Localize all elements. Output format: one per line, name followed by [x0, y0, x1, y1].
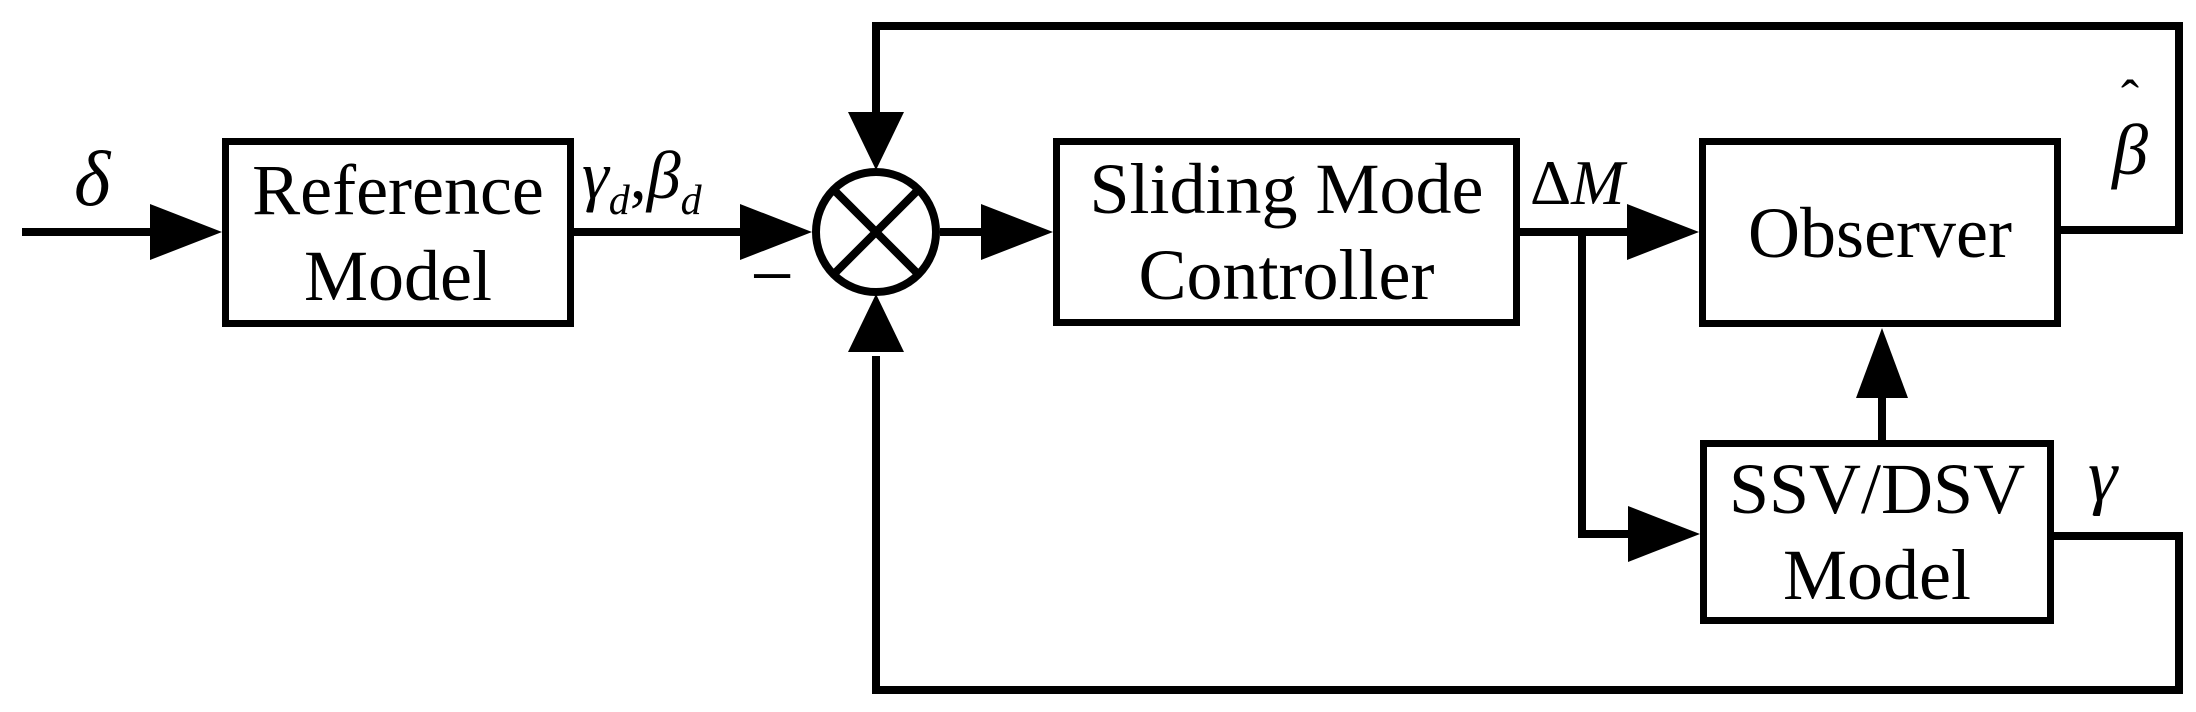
- arrowhead-into-junction-bottom: [848, 294, 904, 352]
- junction-cross-line-2: [831, 187, 921, 277]
- label-minus-sign: −: [750, 232, 794, 319]
- block-label-line: SSV/DSV: [1728, 449, 2026, 529]
- label-ref-output: γd,βd: [582, 136, 702, 225]
- label-controller-output: ΔM: [1530, 146, 1624, 220]
- arrowhead-into-controller: [981, 204, 1053, 260]
- label-ref-output-beta-sub: d: [680, 178, 702, 224]
- block-reference-model: Reference Model: [222, 138, 574, 327]
- block-label-line: Reference: [252, 149, 544, 230]
- block-sliding-mode-controller: Sliding Mode Controller: [1053, 138, 1520, 326]
- wire-branch-to-ssvdsv: [1578, 232, 1632, 538]
- arrowhead-into-junction-top: [848, 112, 904, 170]
- arrowhead-into-junction-left: [740, 204, 812, 260]
- block-label-line: Observer: [1748, 192, 2012, 273]
- label-controller-output-delta: Δ: [1530, 147, 1572, 218]
- label-input-delta: δ: [74, 135, 111, 222]
- label-ref-output-gamma: γ: [582, 137, 609, 213]
- summing-junction-icon: [812, 168, 940, 296]
- block-label-line: Sliding Mode: [1089, 149, 1484, 229]
- label-ref-output-comma: ,: [629, 137, 647, 213]
- label-ref-output-gamma-sub: d: [608, 178, 630, 224]
- arrowhead-into-observer: [1627, 204, 1699, 260]
- label-ref-output-beta: β: [646, 137, 681, 213]
- wire-gamma-feedback-bottom: [872, 356, 2183, 694]
- block-label-line: Controller: [1138, 235, 1435, 315]
- label-beta-hat-base: β: [2112, 110, 2148, 190]
- block-observer: Observer: [1699, 138, 2061, 327]
- label-controller-output-m: M: [1571, 147, 1625, 218]
- label-beta-hat-accent: ˆ: [2121, 69, 2139, 129]
- block-label-line: Model: [304, 235, 492, 316]
- block-label-line: Model: [1783, 535, 1971, 615]
- arrowhead-into-observer-bottom: [1856, 328, 1908, 398]
- wire-beta-feedback-top: [872, 22, 2183, 234]
- label-observer-output-beta-hat: ˆ β: [2094, 69, 2166, 190]
- arrowhead-into-reference-model: [150, 204, 222, 260]
- arrowhead-into-ssvdsv: [1628, 506, 1700, 562]
- label-model-output-gamma: γ: [2088, 435, 2118, 517]
- block-ssv-dsv-model: SSV/DSV Model: [1700, 440, 2054, 624]
